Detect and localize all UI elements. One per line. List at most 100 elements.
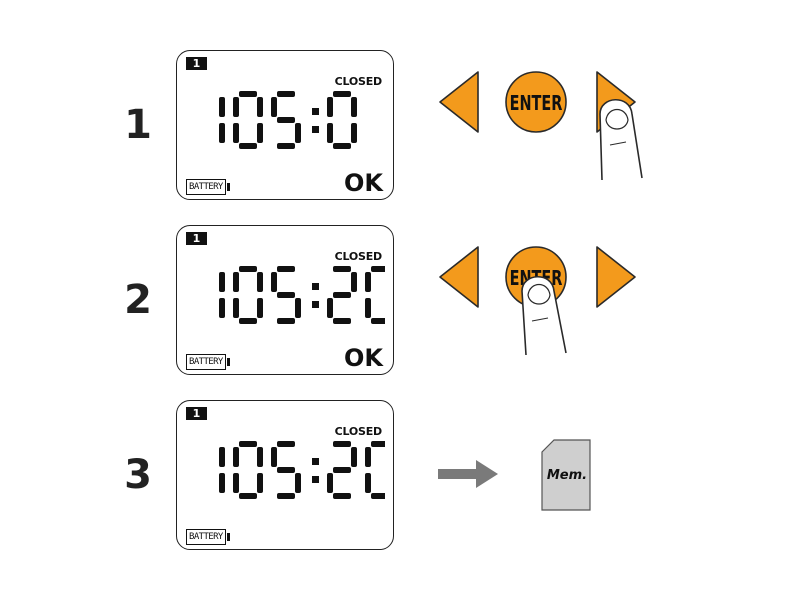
segment-b	[257, 97, 263, 117]
step-number: 2	[124, 277, 152, 323]
segment-g	[277, 292, 295, 298]
segment-b	[351, 97, 357, 117]
step-number: 1	[124, 102, 152, 148]
time-digits	[219, 91, 357, 149]
segment-g	[333, 467, 351, 473]
channel-indicator: 1	[186, 57, 207, 70]
segment-c	[219, 473, 225, 493]
colon-dot	[312, 126, 319, 133]
segment-c	[257, 123, 263, 143]
segment-a	[277, 441, 295, 447]
digit-0	[233, 91, 263, 149]
channel-indicator: 1	[186, 232, 207, 245]
segment-f	[271, 272, 277, 292]
status-label: CLOSED	[334, 250, 383, 263]
digit-0	[365, 266, 385, 324]
segment-e	[327, 473, 333, 493]
segment-g	[277, 117, 295, 123]
digit-5	[271, 266, 301, 324]
segment-d	[239, 318, 257, 324]
segment-a	[239, 266, 257, 272]
segment-d	[333, 318, 351, 324]
digit-0	[365, 441, 385, 499]
battery-indicator: BATTERY	[186, 179, 230, 195]
segment-f	[365, 447, 371, 467]
control-buttons: ENTER	[439, 246, 636, 356]
segment-b	[219, 447, 225, 467]
segment-f	[233, 447, 239, 467]
segment-f	[365, 272, 371, 292]
segment-d	[239, 143, 257, 149]
segment-c	[351, 123, 357, 143]
digit-0	[327, 91, 357, 149]
segment-a	[277, 91, 295, 97]
colon-dot	[312, 301, 319, 308]
segment-d	[371, 493, 385, 499]
segment-c	[295, 298, 301, 318]
segment-d	[333, 493, 351, 499]
memory-card-icon: Mem.	[541, 439, 591, 511]
enter-label: ENTER	[510, 92, 563, 115]
segment-a	[333, 91, 351, 97]
segment-f	[271, 97, 277, 117]
ok-label: OK	[344, 169, 383, 197]
status-label: CLOSED	[334, 425, 383, 438]
segment-a	[239, 91, 257, 97]
segment-a	[239, 441, 257, 447]
left-arrow-icon	[439, 246, 479, 308]
segment-g	[333, 292, 351, 298]
status-label: CLOSED	[334, 75, 383, 88]
segment-c	[219, 123, 225, 143]
finger-icon	[521, 276, 567, 356]
digit-1	[219, 272, 225, 318]
right-arrow-icon	[596, 246, 636, 308]
segment-e	[365, 298, 371, 318]
step-3: 3 1 CLOSED BATTERY Mem.	[0, 400, 801, 560]
segment-b	[257, 447, 263, 467]
colon-dot	[312, 283, 319, 290]
digit-1	[219, 447, 225, 493]
arrow-right-icon	[438, 460, 498, 488]
segment-e	[365, 473, 371, 493]
ok-label: OK	[344, 344, 383, 372]
segment-c	[219, 298, 225, 318]
segment-d	[277, 318, 295, 324]
segment-f	[271, 447, 277, 467]
segment-d	[277, 493, 295, 499]
lcd-display: 1 CLOSED BATTERY OK	[176, 225, 394, 375]
colon-dot	[312, 458, 319, 465]
segment-b	[351, 272, 357, 292]
colon-dot	[312, 476, 319, 483]
segment-b	[257, 272, 263, 292]
lcd-display: 1 CLOSED BATTERY OK	[176, 50, 394, 200]
control-buttons: ENTER	[439, 71, 643, 181]
segment-d	[277, 143, 295, 149]
segment-e	[233, 473, 239, 493]
segment-f	[233, 97, 239, 117]
digit-5	[271, 441, 301, 499]
left-arrow-icon	[439, 71, 479, 133]
segment-b	[219, 97, 225, 117]
battery-indicator: BATTERY	[186, 354, 230, 370]
digit-0	[233, 441, 263, 499]
time-digits	[219, 266, 385, 324]
digit-2	[327, 266, 357, 324]
segment-d	[371, 318, 385, 324]
colon-dot	[312, 108, 319, 115]
segment-a	[277, 266, 295, 272]
channel-indicator: 1	[186, 407, 207, 420]
segment-a	[371, 441, 385, 447]
segment-e	[233, 123, 239, 143]
step-number: 3	[124, 452, 152, 498]
segment-a	[371, 266, 385, 272]
segment-d	[333, 143, 351, 149]
segment-a	[333, 441, 351, 447]
step-1: 1 1 CLOSED BATTERY OK ENTER	[0, 50, 801, 210]
segment-f	[327, 97, 333, 117]
memory-label: Mem.	[547, 468, 587, 483]
battery-indicator: BATTERY	[186, 529, 230, 545]
segment-c	[257, 298, 263, 318]
save-to-memory: Mem.	[438, 439, 591, 511]
segment-f	[233, 272, 239, 292]
segment-b	[351, 447, 357, 467]
